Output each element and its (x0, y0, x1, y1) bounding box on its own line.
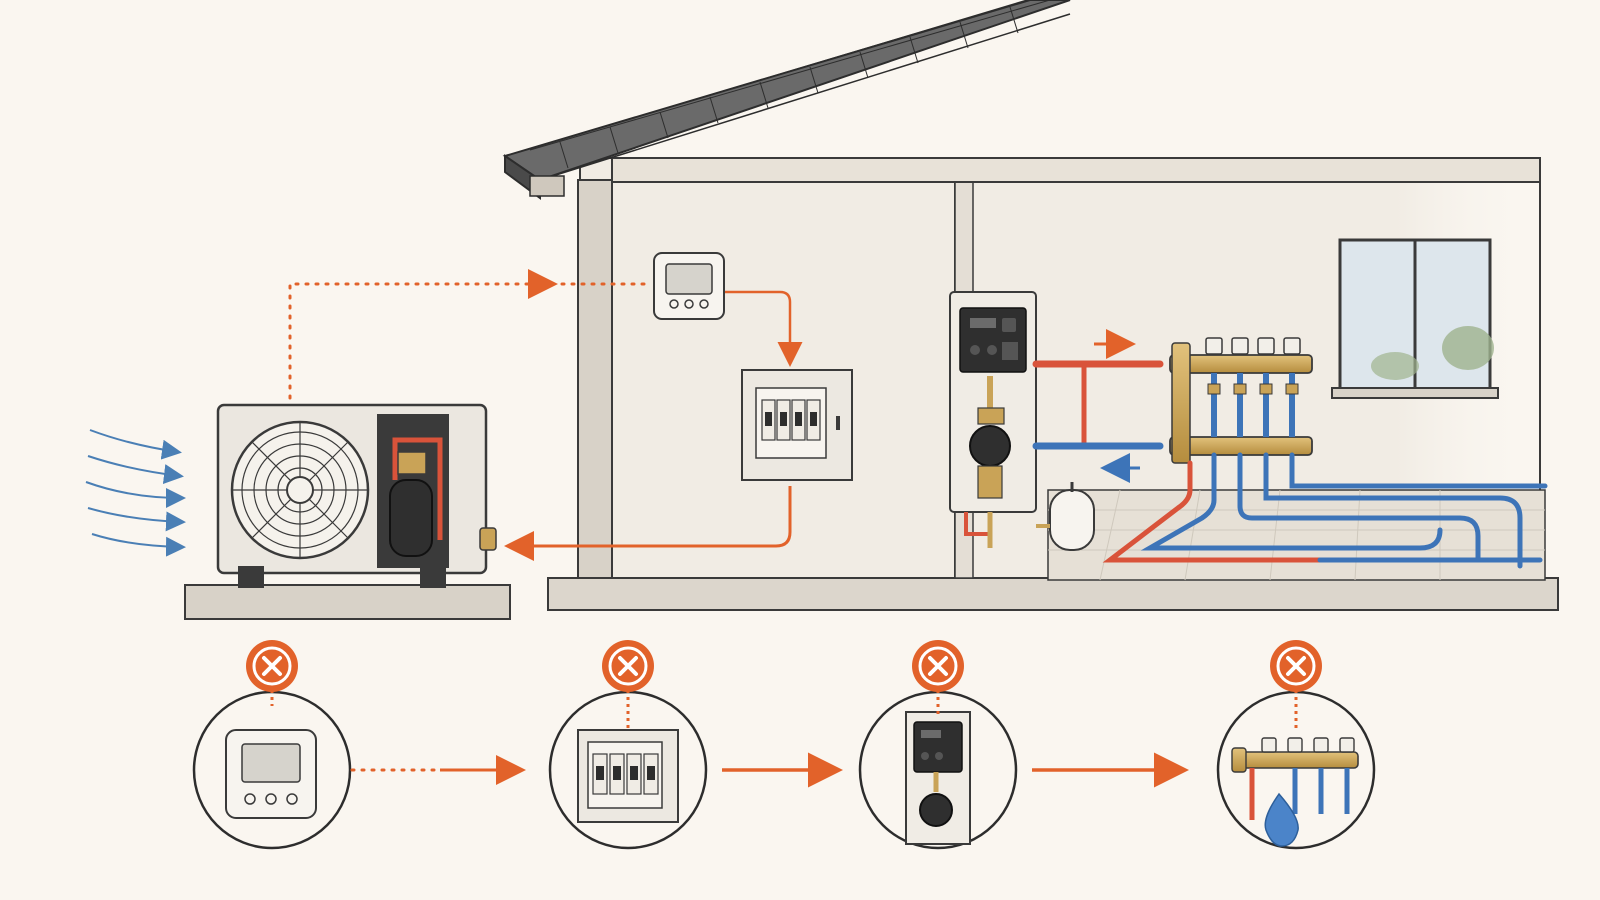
fault-chain (192, 640, 1376, 850)
signal-wiring (288, 269, 803, 561)
house-pillar-left (577, 179, 613, 579)
circulation-pump-icon (969, 425, 1011, 467)
thermostat-to-panel-line (722, 290, 803, 367)
fault-step-manifold-leak (1216, 640, 1376, 850)
fault-step-thermostat (192, 640, 352, 850)
fault-step-breaker-panel (548, 640, 708, 850)
air-inflow-arrows (85, 429, 186, 557)
fault-x-icon (246, 640, 298, 692)
thermostat-icon (653, 252, 725, 320)
fault-x-icon (1270, 640, 1322, 692)
thermostat-signal-line (288, 269, 558, 400)
fault-x-icon (602, 640, 654, 692)
window-icon (1331, 238, 1499, 399)
underfloor-manifold-icon (1169, 337, 1313, 464)
hydronic-controller-icon (949, 291, 1037, 548)
house-foundation (547, 577, 1559, 611)
heat-pump-outdoor-unit-icon (184, 403, 511, 620)
water-leak-drop-icon (1264, 792, 1299, 847)
breaker-panel-icon (741, 369, 853, 481)
house-ceiling-beam (611, 157, 1541, 183)
fan-grille-icon (230, 420, 370, 560)
underfloor-pipe-loops-icon (1102, 452, 1548, 569)
fault-x-icon (912, 640, 964, 692)
supply-return-piping (1032, 329, 1164, 483)
fault-step-indoor-controller (858, 640, 1018, 850)
panel-to-outdoor-unit-line (504, 486, 792, 561)
compressor-icon (389, 479, 433, 557)
heated-floor (1047, 489, 1546, 581)
expansion-tank-icon (1036, 482, 1095, 551)
roof (502, 0, 1071, 200)
